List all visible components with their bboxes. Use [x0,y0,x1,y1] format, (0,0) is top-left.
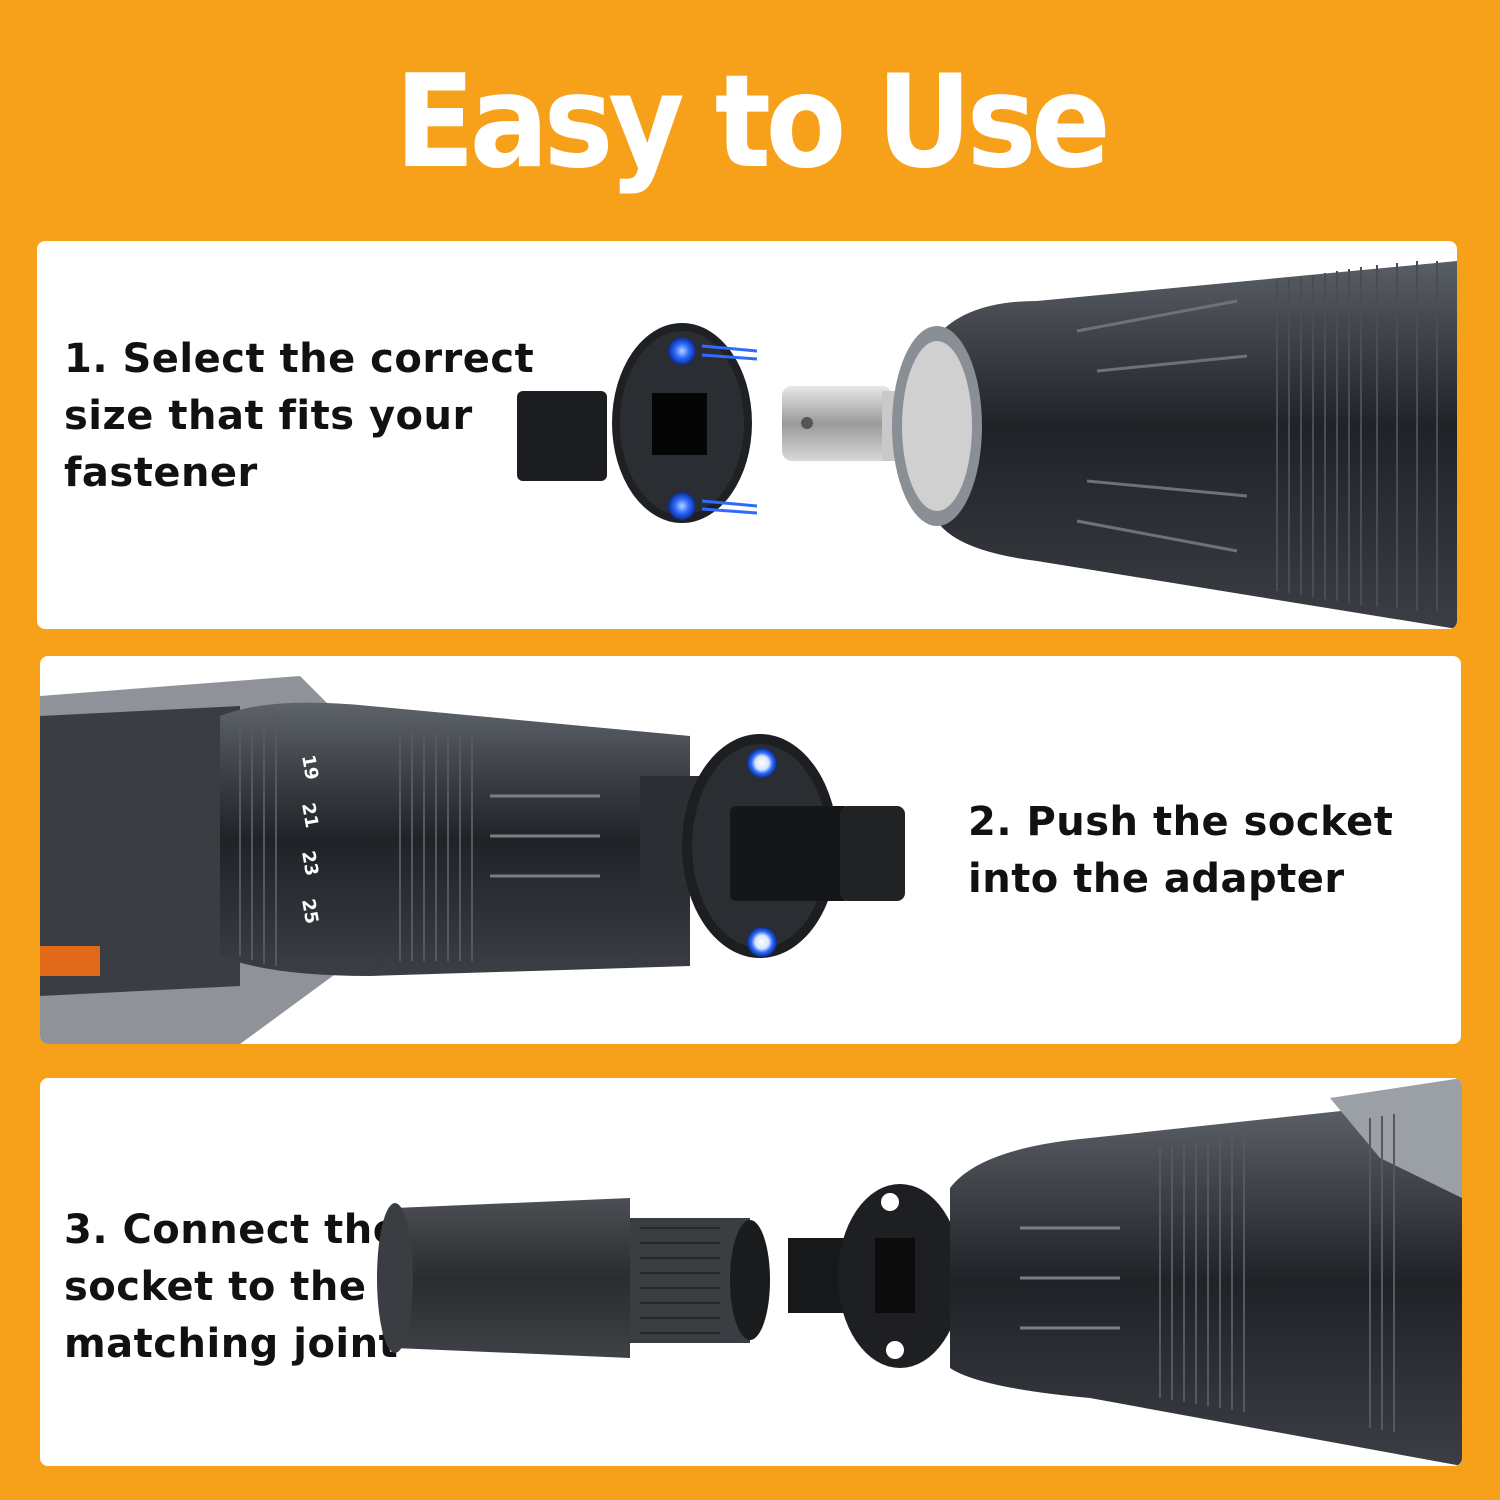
step-2-illustration: 19 21 23 25 [40,676,905,1044]
adapter-illustration [517,323,758,523]
step-3-panel: 3. Connect the socket to the matching jo… [40,1078,1462,1466]
adapter-illustration [788,1184,962,1368]
adapter-illustration [640,734,905,958]
step-3-caption: 3. Connect the socket to the matching jo… [64,1207,401,1367]
dial-number: 25 [297,897,322,925]
drill-illustration [950,1078,1462,1466]
dial-numbers: 19 21 23 25 [297,753,322,925]
step-1-panel: 1. Select the correct size that fits you… [37,241,1457,629]
page-title: Easy to Use [394,48,1111,197]
drill-illustration [40,676,690,1044]
dial-number: 21 [297,801,322,829]
step-1-caption: 1. Select the correct size that fits you… [64,336,535,496]
step-2-caption: 2. Push the socket into the adapter [968,799,1394,902]
dial-number: 23 [297,849,322,877]
socket-illustration [377,1198,770,1358]
step-2-panel: 19 21 23 25 2. Push the socket into the … [40,656,1461,1044]
step-1-illustration [517,261,1457,629]
step-3-illustration [377,1078,1462,1466]
drill-illustration [782,261,1457,629]
dial-number: 19 [297,753,322,781]
